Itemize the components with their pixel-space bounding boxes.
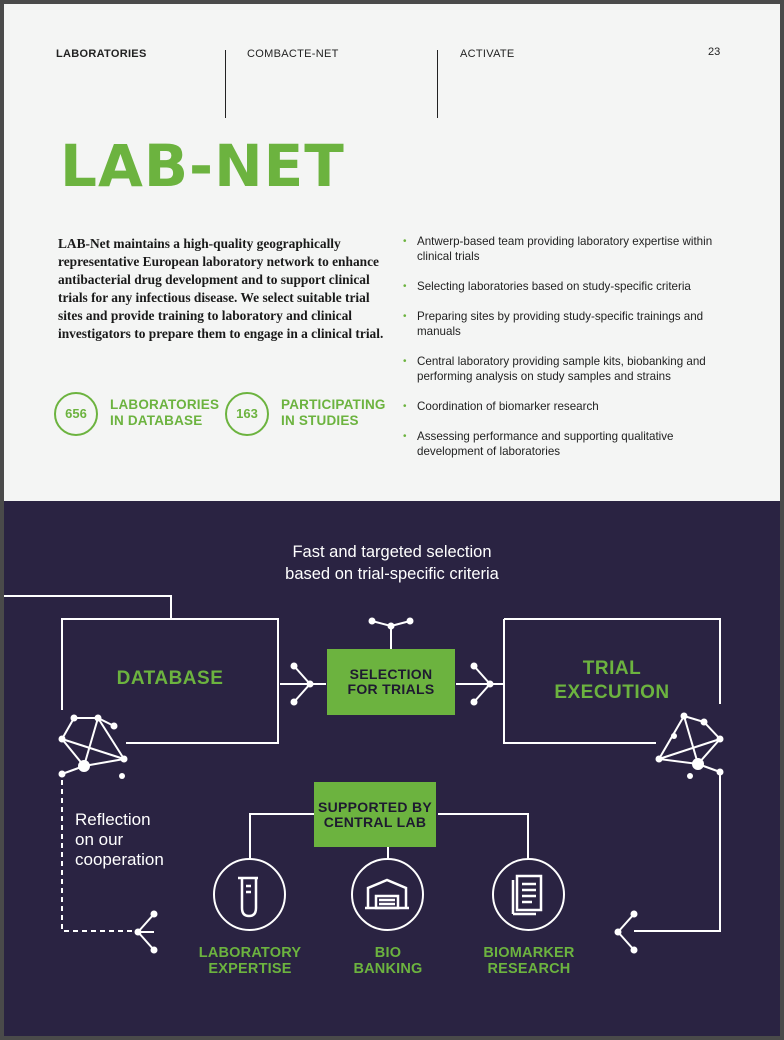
diagram-lines bbox=[4, 595, 724, 954]
central-lab-line: CENTRAL LAB bbox=[323, 813, 427, 830]
arrow-node-icon bbox=[280, 665, 326, 703]
stat-label-line: PARTICIPATING bbox=[281, 397, 386, 412]
central-lab-box: SUPPORTED BY CENTRAL LAB bbox=[314, 782, 436, 847]
database-box-outline bbox=[61, 618, 171, 710]
bullet-icon: • bbox=[403, 311, 407, 322]
label-line: BANKING bbox=[353, 961, 423, 977]
bracket-line bbox=[249, 813, 314, 859]
bullet-icon: • bbox=[403, 281, 407, 292]
page-title: LAB-NET bbox=[60, 132, 345, 200]
list-item-text: Selecting laboratories based on study-sp… bbox=[417, 280, 691, 293]
database-box-outline bbox=[126, 618, 279, 744]
test-tube-icon bbox=[213, 858, 286, 931]
header-divider bbox=[437, 50, 438, 118]
document-icon bbox=[492, 858, 565, 931]
trial-execution-label: TRIAL EXECUTION bbox=[506, 657, 718, 705]
laboratory-expertise-label: LABORATORY EXPERTISE bbox=[182, 945, 318, 977]
stat-label-laboratories: LABORATORIES IN DATABASE bbox=[110, 397, 219, 428]
stat-label-line: IN DATABASE bbox=[110, 412, 203, 428]
stat-circle-laboratories: 656 bbox=[54, 392, 98, 436]
bullet-icon: • bbox=[403, 356, 407, 367]
page-number: 23 bbox=[708, 46, 721, 58]
diagram-heading-line: Fast and targeted selection bbox=[292, 543, 492, 561]
network-icon bbox=[657, 715, 722, 773]
trial-box-outline bbox=[504, 618, 721, 704]
stat-circle-participating: 163 bbox=[225, 392, 269, 436]
list-item-text: Antwerp-based team providing laboratory … bbox=[417, 235, 713, 263]
bio-banking-label: BIO BANKING bbox=[334, 945, 442, 977]
bullet-icon: • bbox=[403, 401, 407, 412]
bullet-list: • Antwerp-based team providing laboratory… bbox=[402, 234, 742, 474]
bullet-icon: • bbox=[403, 431, 407, 442]
label-line: EXPERTISE bbox=[208, 961, 292, 977]
header-activate: ACTIVATE bbox=[460, 48, 515, 60]
trial-box-outline bbox=[503, 619, 656, 744]
reflection-text: Reflection on our cooperation bbox=[75, 810, 164, 870]
database-label: DATABASE bbox=[116, 668, 224, 689]
label-line: LABORATORY bbox=[198, 945, 302, 961]
label-line: RESEARCH bbox=[487, 961, 571, 977]
list-item-text: Assessing performance and supporting qua… bbox=[417, 430, 674, 458]
list-item: • Coordination of biomarker research bbox=[402, 399, 742, 414]
list-item: • Selecting laboratories based on study-s… bbox=[402, 279, 742, 294]
central-lab-line: SUPPORTED BY bbox=[317, 798, 433, 815]
selection-box: SELECTION FOR TRIALS bbox=[327, 649, 455, 715]
list-item-text: Coordination of biomarker research bbox=[417, 400, 599, 413]
list-item: • Preparing sites by providing study-spec… bbox=[402, 309, 742, 339]
trial-line: TRIAL bbox=[582, 658, 642, 679]
connector-line bbox=[4, 595, 172, 619]
biomarker-research-label: BIOMARKER RESEARCH bbox=[464, 945, 594, 977]
intro-paragraph: LAB-Net maintains a high-quality geograp… bbox=[58, 236, 384, 342]
diagram-heading-line: based on trial-specific criteria bbox=[285, 565, 499, 583]
list-item-text: Preparing sites by providing study-speci… bbox=[417, 310, 704, 338]
bracket-line bbox=[438, 813, 529, 859]
stat-label-line: LABORATORIES bbox=[110, 397, 220, 412]
label-line: BIOMARKER bbox=[483, 945, 575, 961]
reflection-line: cooperation bbox=[75, 850, 164, 869]
reflection-line: on our bbox=[75, 830, 124, 849]
reflection-line: Reflection bbox=[75, 810, 151, 829]
loop-line bbox=[634, 772, 721, 932]
bullet-icon: • bbox=[403, 236, 407, 247]
page: LABORATORIES COMBACTE-NET ACTIVATE 23 LA… bbox=[4, 4, 780, 1036]
trial-line: EXECUTION bbox=[554, 682, 670, 703]
arrow-node-icon bbox=[456, 665, 504, 703]
stat-label-participating: PARTICIPATING IN STUDIES bbox=[281, 397, 386, 428]
diagram-section bbox=[4, 501, 780, 1036]
header-laboratories: LABORATORIES bbox=[56, 48, 147, 60]
biobank-icon bbox=[351, 858, 424, 931]
list-item: • Antwerp-based team providing laboratory… bbox=[402, 234, 742, 264]
selection-line: FOR TRIALS bbox=[347, 681, 435, 697]
list-item: • Assessing performance and supporting qu… bbox=[402, 429, 742, 459]
dashed-line bbox=[61, 780, 134, 932]
label-line: BIO bbox=[374, 945, 402, 961]
header-combacte-net: COMBACTE-NET bbox=[247, 48, 339, 60]
diagram-heading: Fast and targeted selection based on tri… bbox=[4, 541, 780, 585]
top-section: LABORATORIES COMBACTE-NET ACTIVATE 23 LA… bbox=[4, 4, 780, 501]
stat-label-line: IN STUDIES bbox=[281, 412, 359, 428]
list-item: • Central laboratory providing sample kit… bbox=[402, 354, 742, 384]
selection-line: SELECTION bbox=[349, 666, 433, 682]
list-item-text: Central laboratory providing sample kits… bbox=[417, 355, 706, 383]
header-divider bbox=[225, 50, 226, 118]
